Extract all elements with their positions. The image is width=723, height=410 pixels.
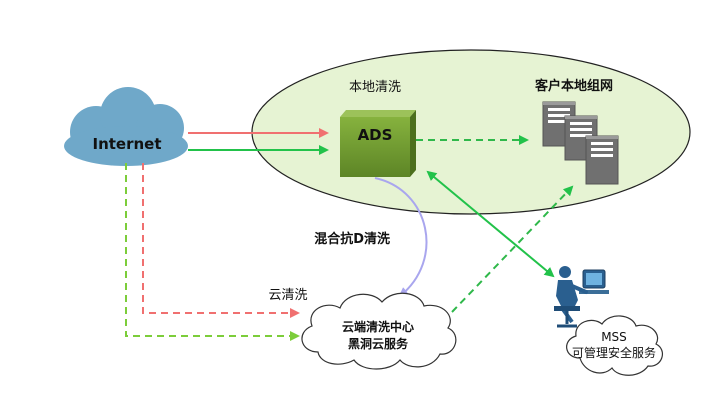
cloud-attack-route [142,163,300,318]
internet-label: Internet [92,135,161,153]
server-icon [585,135,619,185]
ads-device [340,110,416,177]
cloud-center-label-2: 黑洞云服务 [348,336,409,351]
local-scrub-label: 本地清洗 [349,80,401,95]
internet-cloud-icon [64,87,188,166]
mss-management-arrow [426,170,555,278]
cloud-center-label-1: 云端清洗中心 [342,319,414,334]
hybrid-scrub-label: 混合抗D清洗 [314,231,390,247]
mss-label-2: 可管理安全服务 [572,345,656,360]
cloud-center-icon [301,292,457,370]
ads-label: ADS [358,126,393,144]
cloud-scrub-label: 云清洗 [268,288,307,303]
cloud-normal-route [125,163,300,341]
mss-label-1: MSS [601,330,627,344]
operator-workstation-icon [554,266,609,328]
customer-network-label: 客户本地组网 [535,78,613,94]
hybrid-escalation-arrow [374,177,428,298]
mss-cloud-icon [566,315,664,376]
